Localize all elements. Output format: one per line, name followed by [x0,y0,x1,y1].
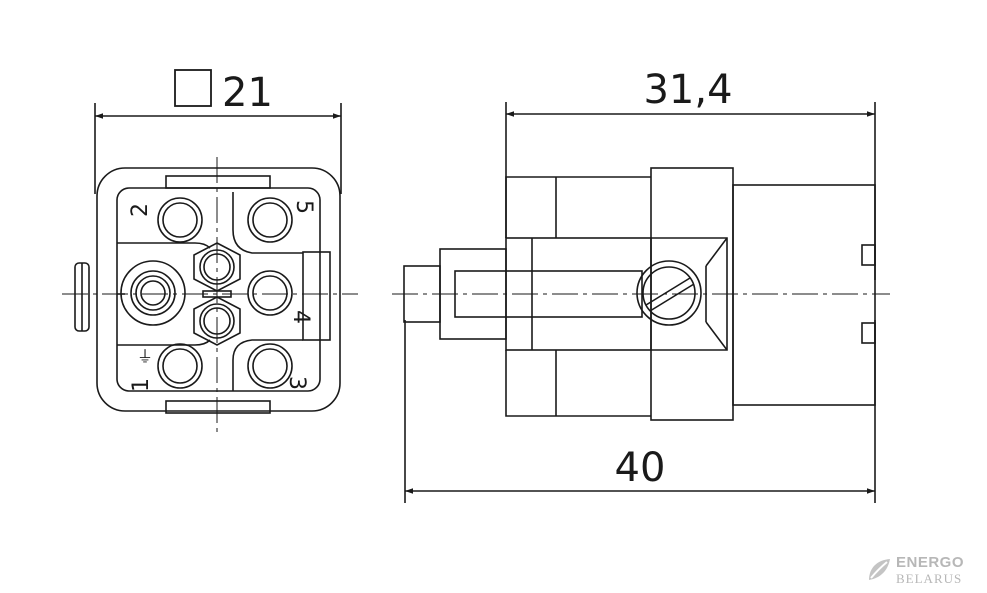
insert-partition-upper [117,242,211,249]
contact-1 [157,343,203,389]
earth-symbol: ⏚ [137,347,153,366]
logo-line-belarus: BELARUS [896,571,963,586]
side-view [392,102,890,503]
energo-belarus-logo: ENERGO BELARUS [866,554,984,588]
rear-notch-top [861,244,876,266]
front-view: 21 [62,69,358,432]
bottom-lip [505,350,651,417]
upper-length-label: 31,4 [643,67,732,113]
clamp-screw [636,260,702,326]
total-length-label: 40 [615,445,666,491]
pin-label-4: 4 [288,310,313,324]
rear-notch-bottom [861,322,876,344]
earth-contact [120,260,186,326]
rear-section [732,184,876,406]
contact-5 [247,197,293,243]
insert-partition-lower [117,339,211,346]
contact-3 [247,343,293,389]
logo-line-energo: ENERGO [896,554,965,571]
pin-label-5: 5 [291,200,316,214]
leaf-logo-icon [869,559,890,580]
top-latch-tab [165,175,271,189]
top-lip [505,176,651,238]
pin-label-1: 1 [129,378,154,392]
pin-label-2: 2 [128,203,153,217]
pin-label-3: 3 [284,376,309,390]
square-dimension-label: 21 [222,70,273,116]
pin-labels: 2 5 4 3 1 ⏚ [128,200,316,392]
contact-4 [247,270,293,316]
square-symbol [174,69,212,107]
bottom-latch-tab [165,400,271,414]
front-housing-outer [96,167,341,412]
contact-2 [157,197,203,243]
right-side-key [302,251,331,341]
